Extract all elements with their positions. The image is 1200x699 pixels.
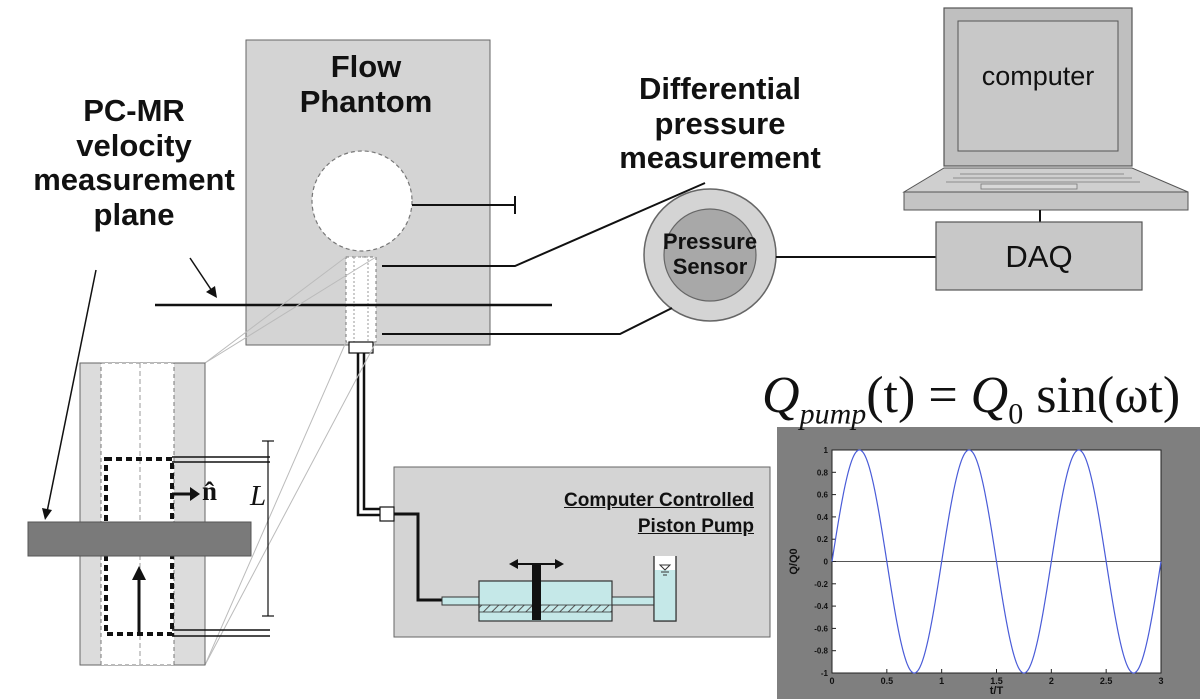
- y-tick-label: 0.2: [817, 535, 829, 544]
- pump-line-2: Piston Pump: [637, 516, 754, 538]
- pcmr-line-2: velocity: [76, 127, 192, 163]
- computer-screen: [957, 20, 1119, 152]
- flow-phantom-label: Flow Phantom: [266, 49, 466, 119]
- y-tick-label: 1: [824, 446, 829, 455]
- pump-inlet-pipe: [441, 596, 481, 606]
- pump-label: Computer Controlled Piston Pump: [470, 490, 754, 538]
- formula-q0: Q: [970, 367, 1009, 424]
- detail-plane-slab: [27, 521, 252, 557]
- formula-fn: sin: [1023, 367, 1097, 424]
- sensor-line-lower: [382, 307, 673, 335]
- formula-arg: (t): [866, 367, 916, 424]
- diff-pressure-line-3: measurement: [619, 140, 821, 176]
- pump-connector: [379, 506, 395, 522]
- tube-to-pump-inner: [362, 353, 384, 511]
- normal-arrowhead: [190, 487, 200, 501]
- length-label: L: [250, 480, 267, 512]
- pcmr-arrow-line: [46, 269, 97, 513]
- phantom-chamber: [311, 150, 413, 252]
- x-tick-label: 1: [939, 676, 944, 686]
- computer-base: [903, 191, 1189, 211]
- y-tick-label: 0.6: [817, 491, 829, 500]
- flow-arrowhead: [132, 566, 146, 580]
- chart-layer: 0 0.5 1 1.5 2 2.5 3 -1 -0.8 -0.6 -0.4 -0.2 0 0.2 0.4 0.…: [788, 446, 1164, 697]
- daq-label: DAQ: [1005, 239, 1073, 274]
- phantom-tube: [345, 256, 377, 343]
- diff-pressure-line-2: pressure: [654, 105, 786, 141]
- pressure-sensor-line-2: Sensor: [672, 253, 748, 279]
- pcmr-arrowhead: [42, 508, 52, 520]
- pcmr-line-3: measurement: [33, 162, 235, 198]
- y-tick-label: -1: [821, 669, 829, 678]
- pump-piston-rod: [532, 564, 541, 620]
- reservoir-level-symbol: [658, 564, 672, 576]
- x-tick-label: 3: [1158, 676, 1163, 686]
- formula-eq: =: [915, 367, 971, 424]
- y-tick-label: 0.8: [817, 468, 829, 477]
- y-tick-label: -0.2: [814, 580, 828, 589]
- diff-pressure-label: Differential pressure measurement: [600, 71, 840, 176]
- sine-series-line: [831, 449, 1162, 674]
- flow-phantom-line-2: Phantom: [299, 83, 433, 119]
- y-tick-label: -0.6: [814, 624, 828, 633]
- x-tick-label: 0.5: [881, 676, 894, 686]
- diff-pressure-line-1: Differential: [639, 71, 801, 106]
- y-tick-label: 0: [824, 558, 829, 567]
- pressure-sensor-line-1: Pressure: [662, 229, 758, 254]
- computer-label: computer: [981, 61, 1095, 91]
- pump-inner-tube: [394, 512, 442, 602]
- formula-sub: pump: [799, 397, 867, 431]
- pump-cylinder: [478, 580, 613, 622]
- formula-q0-sub: 0: [1008, 397, 1024, 431]
- keyboard-spacebar: [980, 183, 1078, 190]
- reservoir-fluid: [654, 570, 676, 621]
- pcmr-label: PC-MR velocity measurement plane: [14, 93, 254, 233]
- plane-label-arrowhead: [206, 286, 217, 298]
- pcmr-line-4: plane: [93, 197, 175, 233]
- formula-q: Q: [762, 367, 800, 424]
- y-tick-label: 0.4: [817, 513, 829, 522]
- tube-to-pump: [356, 353, 384, 517]
- keyboard-keys: [946, 173, 1140, 183]
- pump-flow-formula: Qpump(t) = Q0 sin(ωt): [762, 366, 1180, 431]
- x-tick-label: 0: [829, 676, 834, 686]
- pump-line-1: Computer Controlled: [564, 490, 754, 511]
- x-tick-label: 1.5: [990, 676, 1003, 686]
- pump-outlet-pipe: [611, 596, 655, 606]
- pressure-sensor-inner: [663, 208, 757, 302]
- x-axis-label: t/T: [990, 685, 1004, 697]
- x-tick-label: 2: [1049, 676, 1054, 686]
- n-hat-label: n̂: [202, 476, 218, 506]
- y-tick-label: -0.4: [814, 602, 828, 611]
- zoom-lines: [204, 256, 377, 666]
- y-tick-label: -0.8: [814, 647, 828, 656]
- sensor-line-upper: [382, 182, 706, 267]
- flow-phantom-line-1: Flow: [330, 49, 402, 84]
- plane-label-arrow: [189, 257, 215, 295]
- daq-box: [935, 221, 1143, 291]
- y-axis-label: Q/Q0: [788, 548, 800, 574]
- piston-arrow-right: [555, 559, 564, 569]
- piston-arrow-left: [509, 559, 518, 569]
- pressure-sensor-label: Pressure Sensor: [640, 229, 780, 279]
- pcmr-line-1: PC-MR: [83, 93, 185, 128]
- pump-hatch: [478, 604, 613, 613]
- phantom-connector: [348, 341, 374, 354]
- x-tick-label: 2.5: [1100, 676, 1113, 686]
- formula-fn-arg: (ωt): [1096, 367, 1181, 424]
